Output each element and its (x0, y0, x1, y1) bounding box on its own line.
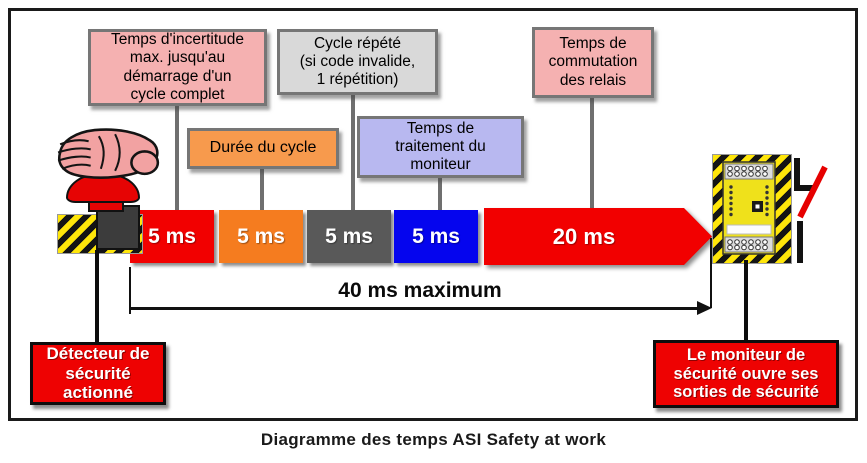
dimension-line (130, 307, 700, 310)
total-duration-label: 40 ms maximum (338, 279, 502, 302)
dimension-tick-right (710, 238, 712, 308)
callout-incertitude-max: Temps d'incertitude max. jusqu'au démarr… (88, 29, 267, 106)
callout-duree-du-cycle: Durée du cycle (187, 128, 339, 169)
timeline-segment-incertitude: 5 ms (130, 210, 214, 263)
open-contact-switch-icon (794, 158, 828, 263)
callout-cycle-repete: Cycle répété (si code invalide, 1 répéti… (277, 29, 438, 95)
leader-line-moniteur (744, 260, 748, 344)
timeline-segment-commutation-arrow: 20 ms (484, 208, 712, 265)
connector-line-duree-cycle (260, 167, 264, 229)
timeline-segment-duree-cycle: 5 ms (219, 210, 303, 263)
arrow-shape: 20 ms (484, 208, 712, 265)
estop-stem (96, 205, 140, 250)
timeline-segment-cycle-repete: 5 ms (307, 210, 391, 263)
hand-icon (57, 128, 160, 179)
connector-line-cycle-repete (351, 93, 355, 227)
connector-line-traitement-moniteur (438, 176, 442, 229)
safety-monitor-module-icon (722, 161, 776, 255)
leader-line-detecteur (95, 250, 99, 344)
timeline-segment-traitement-moniteur: 5 ms (394, 210, 478, 263)
label-detecteur-actionne: Détecteur de sécurité actionné (30, 342, 166, 405)
label-moniteur-ouvre-sorties: Le moniteur de sécurité ouvre ses sortie… (653, 340, 839, 408)
connector-line-incertitude (175, 104, 179, 227)
callout-traitement-moniteur: Temps de traitement du moniteur (357, 116, 524, 178)
diagram-caption: Diagramme des temps ASI Safety at work (260, 430, 607, 449)
dimension-tick-left (129, 267, 131, 314)
callout-commutation-relais: Temps de commutation des relais (532, 27, 654, 98)
connector-line-commutation-relais (590, 96, 594, 225)
dimension-arrowhead-icon (697, 301, 712, 315)
